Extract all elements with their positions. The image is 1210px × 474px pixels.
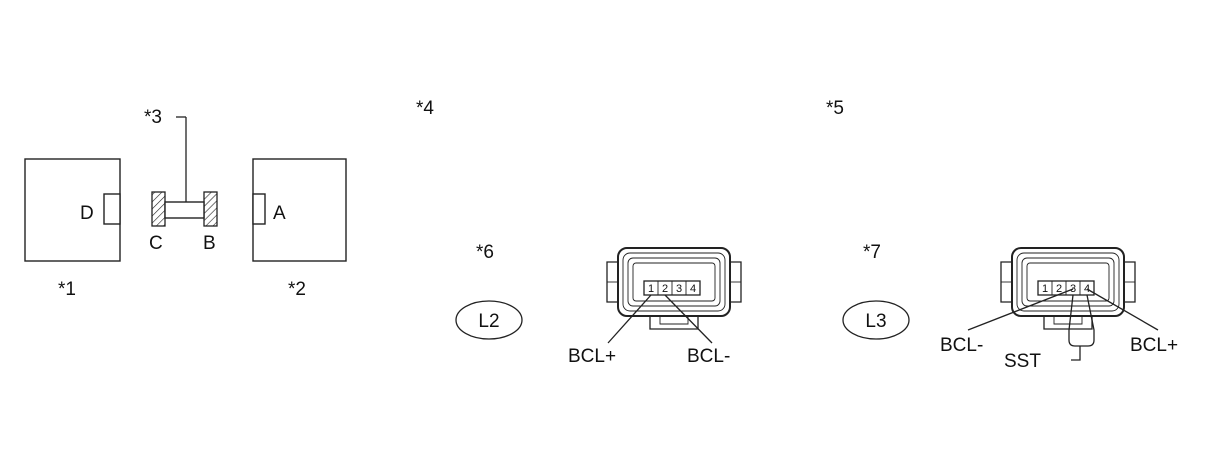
- l3-leader-sst: [1071, 346, 1081, 361]
- connector-b-label: B: [203, 233, 216, 254]
- l3-pin-1: 1: [1042, 283, 1048, 295]
- l3-label-bcl-plus: BCL+: [1130, 335, 1178, 356]
- harness-3: C B: [149, 116, 218, 254]
- l2-pin-4: 4: [690, 283, 696, 295]
- l2-pin-3: 3: [676, 283, 682, 295]
- connector-l3-id: L3: [865, 311, 886, 332]
- l2-pin-1: 1: [648, 283, 654, 295]
- l3-leader-bcl-plus: [1086, 288, 1159, 331]
- connector-c-label: C: [149, 233, 163, 254]
- callout-4: *4: [416, 98, 434, 119]
- l3-sst-jumper: [1068, 294, 1095, 347]
- connector-l3-id-oval: L3: [842, 300, 910, 340]
- connector-l2-id-oval: L2: [455, 300, 523, 340]
- l2-leader-bcl-minus: [664, 294, 713, 344]
- callout-3: *3: [144, 107, 162, 128]
- component-2: A: [252, 158, 347, 262]
- connector-l2-face: 1 2 3 4: [606, 247, 742, 330]
- component-1: D: [24, 158, 121, 262]
- connector-a-label: A: [273, 203, 286, 224]
- l2-label-bcl-minus: BCL-: [687, 346, 730, 367]
- l3-pin-2: 2: [1056, 283, 1062, 295]
- callout-7: *7: [863, 242, 881, 263]
- l2-leader-bcl-plus: [607, 294, 652, 344]
- l3-leader-bcl-minus: [967, 288, 1074, 331]
- callout-2: *2: [288, 279, 306, 300]
- l3-label-bcl-minus: BCL-: [940, 335, 983, 356]
- callout-5: *5: [826, 98, 844, 119]
- l3-label-sst: SST: [1004, 351, 1041, 372]
- callout-6: *6: [476, 242, 494, 263]
- connector-d-label: D: [80, 203, 94, 224]
- l2-pin-2: 2: [662, 283, 668, 295]
- connector-l3-face: 1 2 3 4: [1000, 247, 1136, 330]
- l2-label-bcl-plus: BCL+: [568, 346, 616, 367]
- callout-1: *1: [58, 279, 76, 300]
- connector-l2-id: L2: [478, 311, 499, 332]
